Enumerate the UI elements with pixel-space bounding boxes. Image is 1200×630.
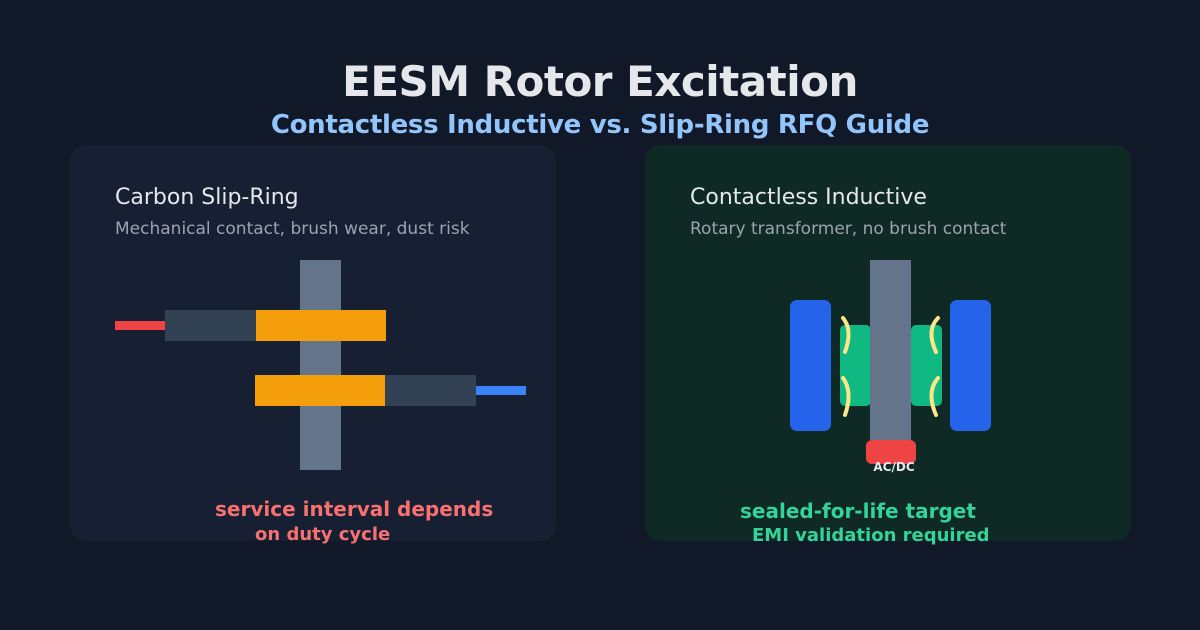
slip-ring-note-line2: on duty cycle [255,524,391,545]
left-stator-core [790,300,831,431]
slip-ring-note-line1: service interval depends [215,497,494,521]
inductive-description: Rotary transformer, no brush contact [690,219,1007,239]
flux-arc [841,316,851,354]
inductive-note-line1: sealed-for-life target [740,499,976,523]
positive-lead-wire [115,321,165,330]
left-rotor-winding [840,325,871,406]
upper-carbon-brush [256,310,386,341]
rotor-shaft-inductive [870,260,911,440]
flux-arc [929,376,940,417]
flux-arc [841,376,851,417]
page-subtitle: Contactless Inductive vs. Slip-Ring RFQ … [270,110,930,140]
slip-ring-panel: Carbon Slip-Ring Mechanical contact, bru… [70,145,556,541]
rotor-shaft [300,260,341,470]
slip-ring-description: Mechanical contact, brush wear, dust ris… [115,219,470,239]
right-stator-core [950,300,991,431]
right-rotor-winding [911,325,942,406]
flux-arc [929,316,940,354]
ac-dc-source [866,440,916,464]
page-title: EESM Rotor Excitation [342,57,858,106]
lower-brush-holder [385,375,476,406]
negative-lead-wire [476,386,526,395]
ac-dc-label: AC/DC [873,460,915,474]
upper-brush-holder [165,310,256,341]
lower-carbon-brush [255,375,385,406]
slip-ring-title: Carbon Slip-Ring [115,185,299,210]
inductive-note-line2: EMI validation required [752,525,990,546]
inductive-title: Contactless Inductive [690,185,927,210]
